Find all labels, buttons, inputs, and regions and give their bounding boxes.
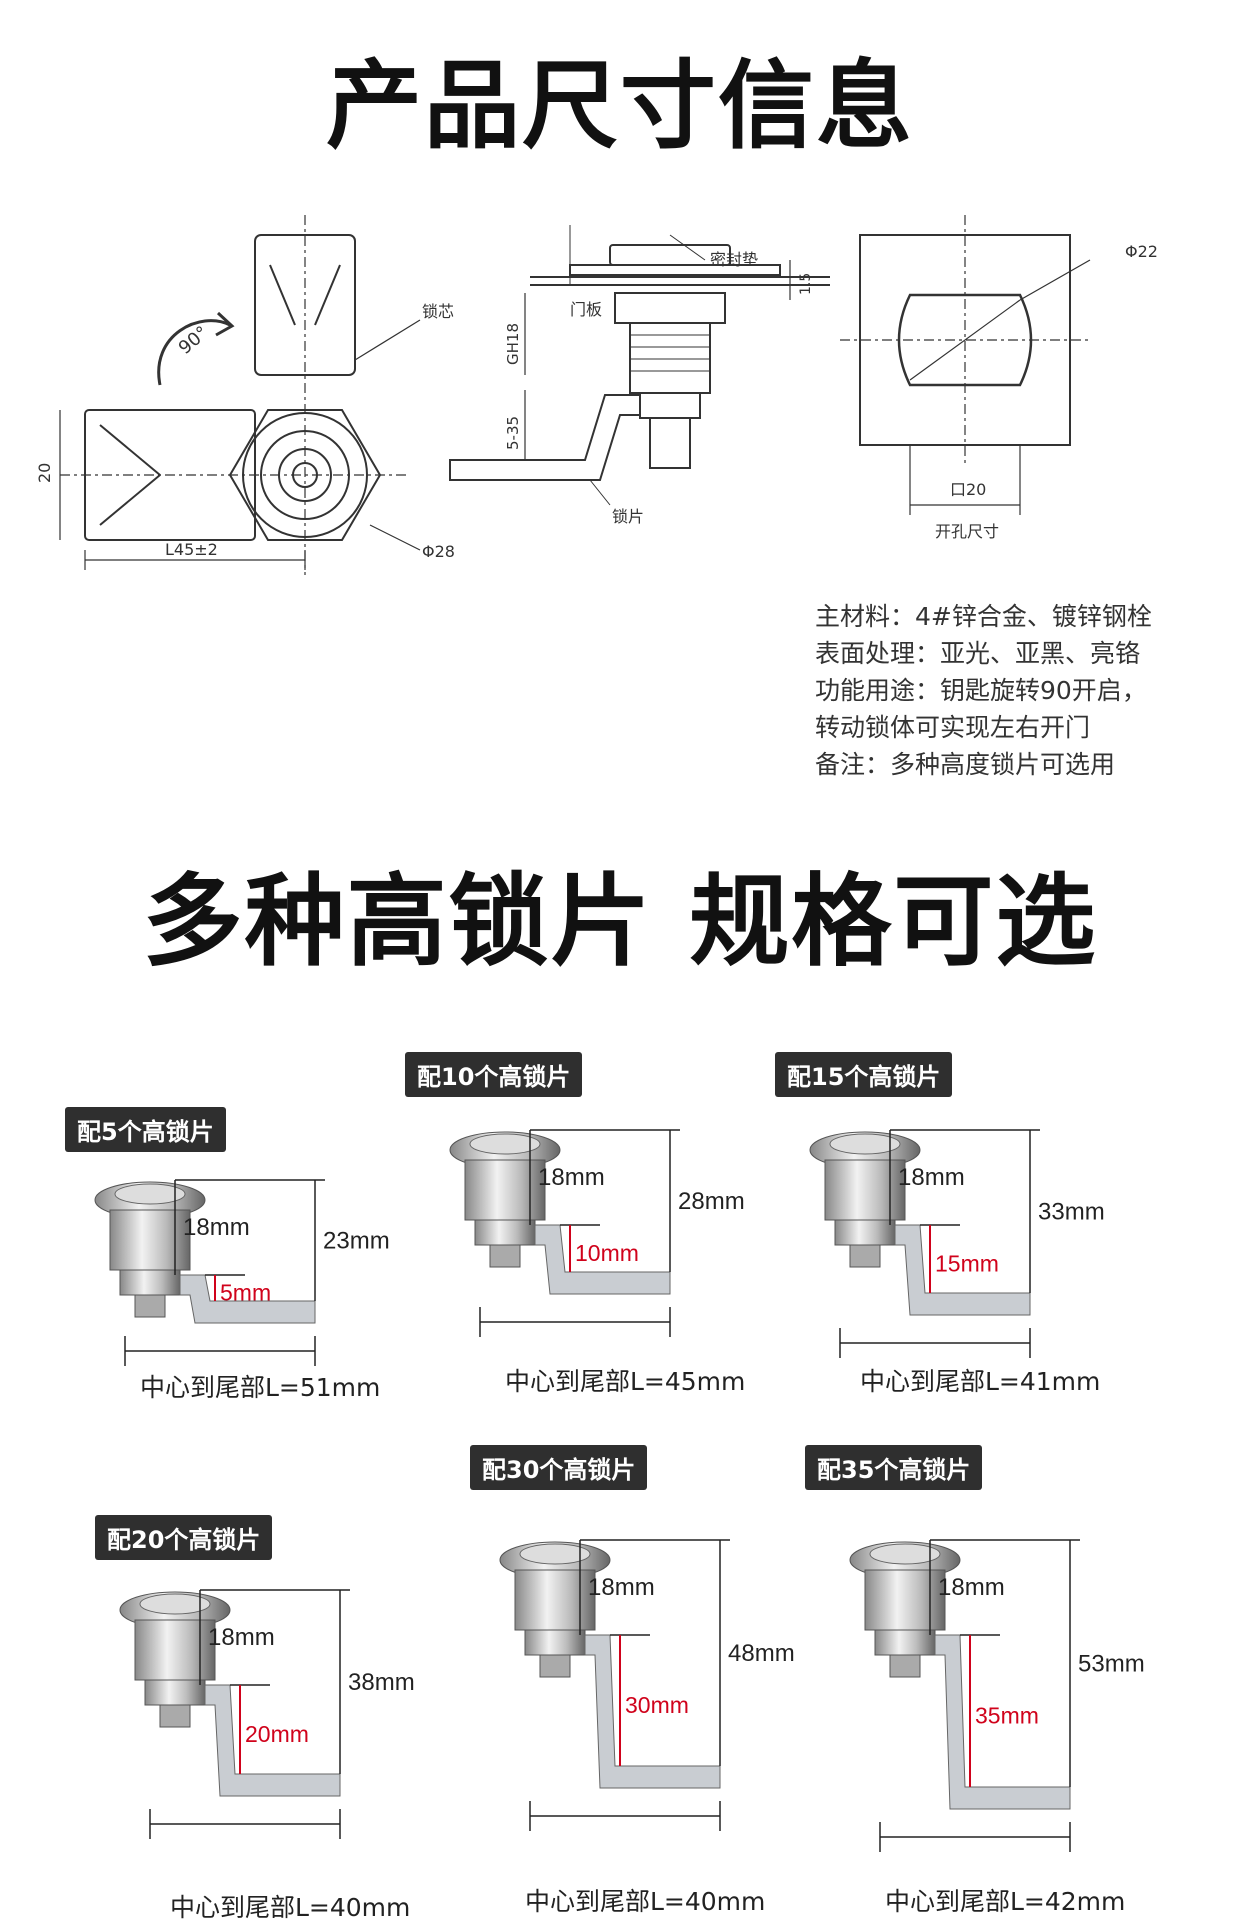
cam-height-label: 10mm xyxy=(575,1240,639,1266)
lock-product: 18mm 30mm 48mm xyxy=(480,1520,810,1880)
variant-caption: 中心到尾部L=40mm xyxy=(525,1887,766,1916)
total-height-label: 38mm xyxy=(348,1669,415,1696)
total-height-label: 28mm xyxy=(678,1188,745,1215)
variant-caption: 中心到尾部L=45mm xyxy=(505,1367,746,1396)
gasket-label: 密封垫 xyxy=(710,250,758,269)
range-label: 5-35 xyxy=(504,416,522,450)
diameter-label: Φ28 xyxy=(422,542,455,561)
technical-drawing: 90° 锁芯 20 L45±2 Φ28 密封垫 门板 GH18 1.5 5-35… xyxy=(35,215,1158,575)
hole-caption: 开孔尺寸 xyxy=(935,522,999,541)
body-height-label: 18mm xyxy=(898,1164,965,1191)
spec-function-cont: 转动锁体可实现左右开门 xyxy=(815,713,1091,742)
lock-product: 18mm 35mm 53mm xyxy=(830,1520,1160,1901)
cam-height-label: 20mm xyxy=(245,1721,309,1747)
rotation-label: 90° xyxy=(175,322,213,359)
thickness-label: 1.5 xyxy=(798,273,814,295)
page-title: 产品尺寸信息 xyxy=(326,50,914,162)
cam-height-label: 15mm xyxy=(935,1251,999,1277)
spec-function: 功能用途：钥匙旋转90开启， xyxy=(815,676,1147,705)
length-label: L45±2 xyxy=(165,540,218,559)
variant-badge: 配20个高锁片 xyxy=(95,1515,273,1560)
lock-product: 18mm 10mm 28mm xyxy=(430,1110,760,1386)
thread-label: GH18 xyxy=(504,323,522,365)
spec-finish: 表面处理：亚光、亚黑、亮铬 xyxy=(815,639,1141,668)
total-height-label: 48mm xyxy=(728,1640,795,1667)
body-height-label: 18mm xyxy=(208,1624,275,1651)
body-height-label: 18mm xyxy=(588,1574,655,1601)
cam-height-label: 35mm xyxy=(975,1703,1039,1729)
lock-product: 18mm 5mm 23mm xyxy=(75,1160,405,1415)
variant-caption: 中心到尾部L=41mm xyxy=(860,1367,1101,1396)
core-label: 锁芯 xyxy=(422,302,454,321)
section-title: 多种高锁片 规格可选 xyxy=(142,863,1098,980)
total-height-label: 33mm xyxy=(1038,1199,1105,1226)
variant-caption: 中心到尾部L=40mm xyxy=(170,1893,411,1922)
lock-product: 18mm 15mm 33mm xyxy=(790,1110,1120,1407)
lock-product: 18mm 20mm 38mm xyxy=(100,1570,430,1888)
spec-note: 备注：多种高度锁片可选用 xyxy=(815,750,1116,779)
body-height-label: 18mm xyxy=(538,1164,605,1191)
variant-badge: 配30个高锁片 xyxy=(470,1445,648,1490)
width-label: 20 xyxy=(35,463,54,483)
body-height-label: 18mm xyxy=(183,1214,250,1241)
cam-height-label: 5mm xyxy=(220,1280,271,1306)
total-height-label: 53mm xyxy=(1078,1651,1145,1678)
hole-diameter-label: Φ22 xyxy=(1125,242,1158,261)
variant-caption: 中心到尾部L=51mm xyxy=(140,1373,381,1402)
hole-size-label: 口20 xyxy=(950,480,986,499)
spec-material: 主材料：4#锌合金、镀锌钢栓 xyxy=(815,602,1152,631)
variant-badge: 配15个高锁片 xyxy=(775,1052,953,1097)
body-height-label: 18mm xyxy=(938,1574,1005,1601)
variant-caption: 中心到尾部L=42mm xyxy=(885,1887,1126,1916)
total-height-label: 23mm xyxy=(323,1228,390,1255)
variant-badge: 配35个高锁片 xyxy=(805,1445,983,1490)
door-panel-label: 门板 xyxy=(570,300,602,319)
spec-list: 主材料：4#锌合金、镀锌钢栓 表面处理：亚光、亚黑、亮铬 功能用途：钥匙旋转90… xyxy=(815,598,1152,783)
variant-badge: 配10个高锁片 xyxy=(405,1052,583,1097)
variant-badge: 配5个高锁片 xyxy=(65,1107,226,1152)
cam-height-label: 30mm xyxy=(625,1692,689,1718)
cam-label: 锁片 xyxy=(612,507,644,526)
